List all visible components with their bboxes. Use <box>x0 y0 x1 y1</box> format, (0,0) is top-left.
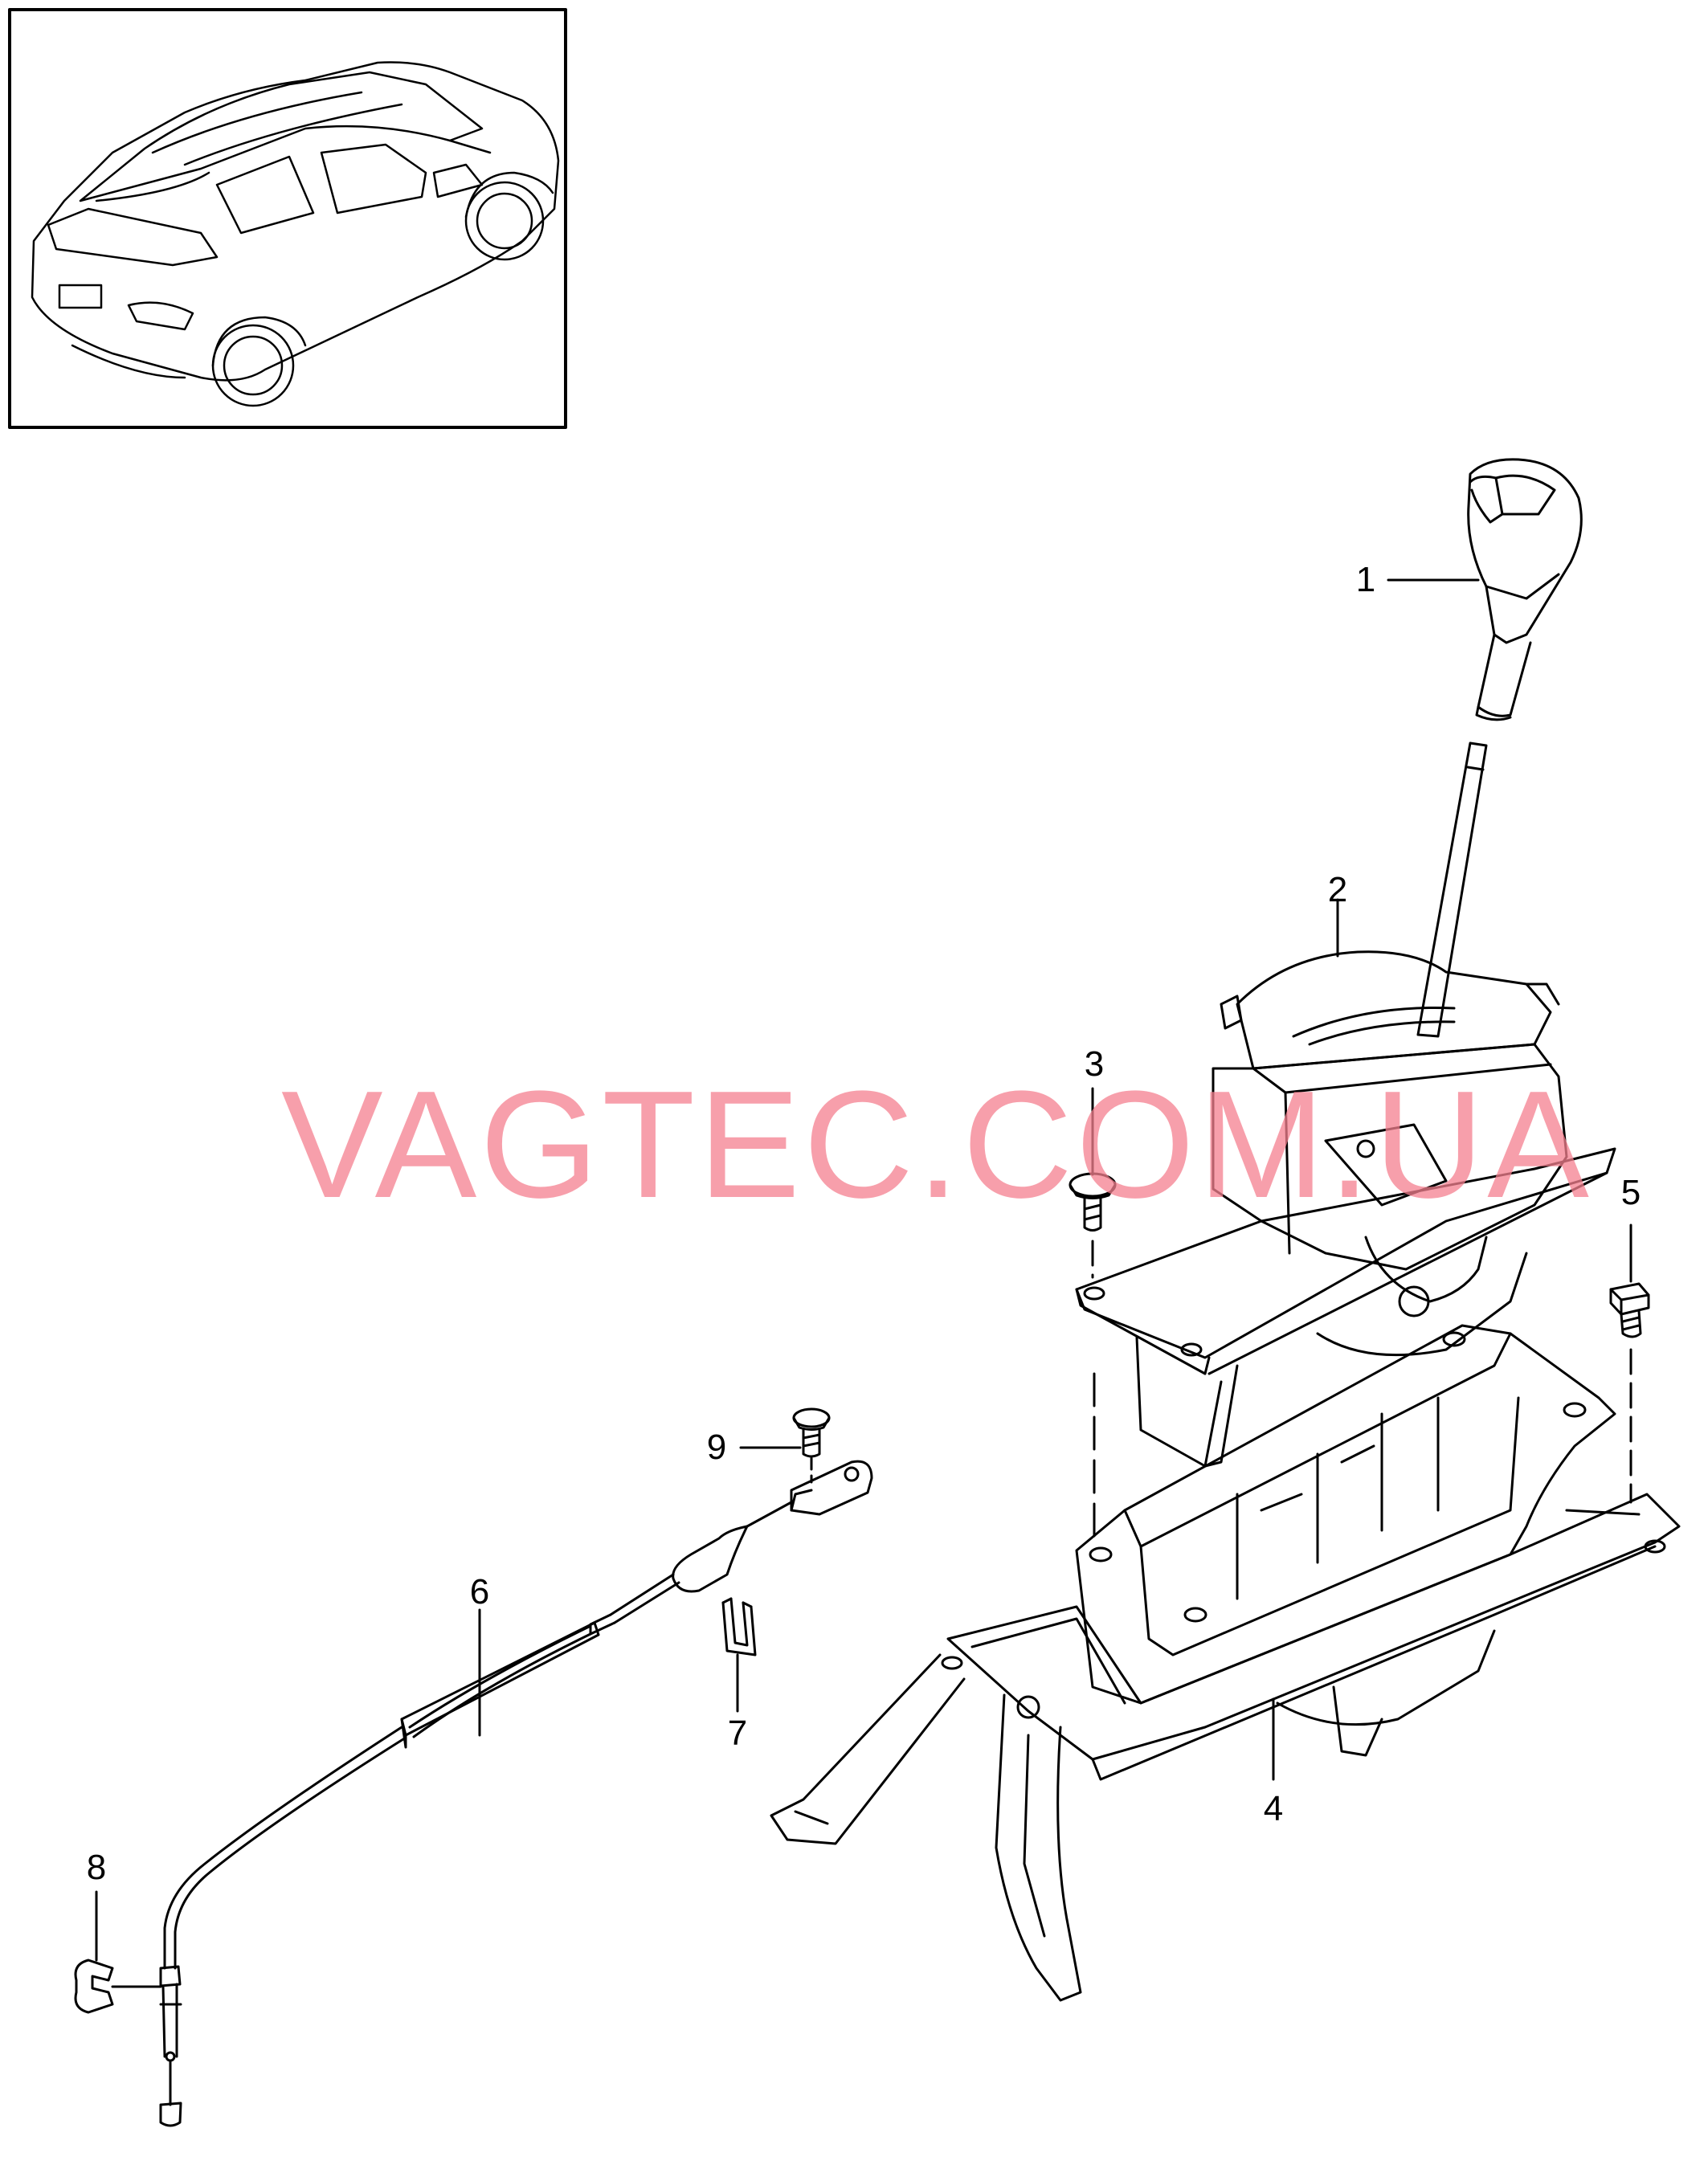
callout-label-1: 1 <box>1355 560 1376 599</box>
callout-label-4: 4 <box>1263 1789 1284 1828</box>
callout-label-7: 7 <box>727 1714 748 1753</box>
callout-label-2: 2 <box>1327 870 1348 909</box>
screw-part-3 <box>1069 1172 1117 1232</box>
screw-part-9 <box>792 1407 831 1458</box>
callout-label-5: 5 <box>1620 1173 1641 1212</box>
vehicle-thumbnail <box>8 8 567 429</box>
base-bracket-part-4 <box>770 1324 1681 2002</box>
bolt-part-5 <box>1609 1282 1650 1338</box>
callout-label-8: 8 <box>86 1848 107 1887</box>
clip-part-8 <box>74 1959 114 2014</box>
u-clip-part-7 <box>721 1597 757 1656</box>
shifter-housing-part-2 <box>1075 741 1616 1468</box>
callout-label-9: 9 <box>706 1428 727 1467</box>
shift-cable-part-6 <box>159 1460 873 2127</box>
callout-label-6: 6 <box>469 1572 490 1611</box>
gear-knob-part-1 <box>1467 458 1583 721</box>
callout-label-3: 3 <box>1084 1044 1105 1084</box>
